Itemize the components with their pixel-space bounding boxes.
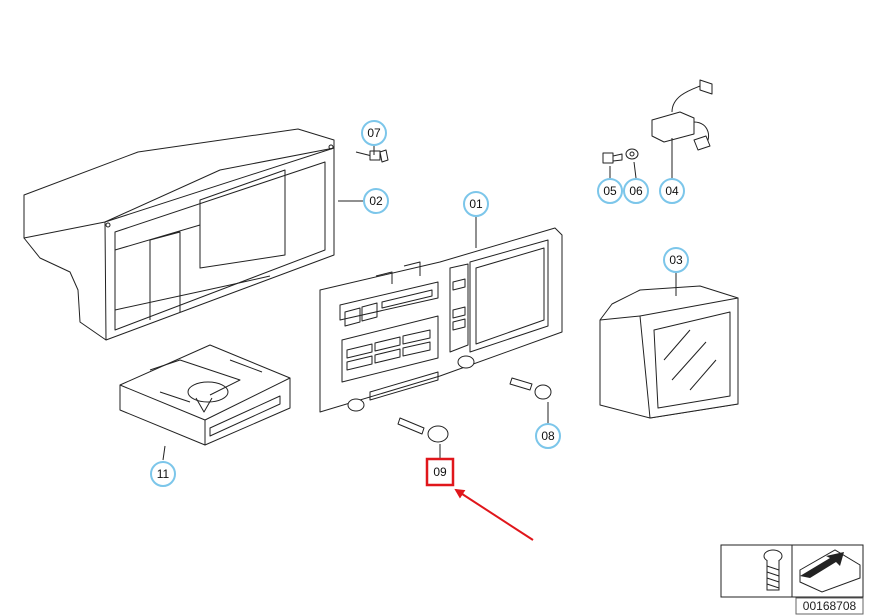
callout-09[interactable]: 09 — [425, 457, 455, 487]
callout-label: 09 — [433, 465, 447, 479]
callout-circle — [361, 120, 387, 146]
arrow-icon — [799, 549, 861, 593]
callout-08[interactable]: 08 — [535, 423, 561, 449]
callout-circle — [463, 191, 489, 217]
callout-05[interactable]: 05 — [597, 178, 623, 204]
callout-highlight-box — [425, 457, 455, 487]
washer-06-part — [625, 148, 639, 160]
callout-label: 02 — [369, 194, 383, 208]
callout-label: 03 — [669, 253, 683, 267]
knob-08-part — [509, 377, 552, 400]
callout-label: 01 — [469, 197, 483, 211]
legend-box: 00168708 — [720, 544, 864, 615]
callout-circle — [663, 247, 689, 273]
callout-02[interactable]: 02 — [363, 188, 389, 214]
callout-label: 04 — [665, 184, 679, 198]
control-panel-part — [319, 227, 563, 413]
callout-circle — [659, 178, 685, 204]
callout-circle — [623, 178, 649, 204]
callout-03[interactable]: 03 — [663, 247, 689, 273]
callout-label: 05 — [603, 184, 617, 198]
document-number: 00168708 — [803, 599, 857, 613]
drive-mechanism-part — [119, 344, 291, 446]
callout-label: 07 — [367, 126, 381, 140]
callout-label: 08 — [541, 429, 555, 443]
cable-module-part — [651, 79, 713, 151]
callout-label: 06 — [629, 184, 643, 198]
knob-09-part — [397, 417, 449, 443]
callout-circle — [363, 188, 389, 214]
housing-part — [23, 128, 335, 341]
callout-group: 0102030405060708091011 — [150, 120, 747, 571]
callout-06[interactable]: 06 — [623, 178, 649, 204]
bolt-05-part — [602, 152, 623, 164]
leader-lines — [162, 138, 677, 461]
callout-07[interactable]: 07 — [361, 120, 387, 146]
highlight-arrow — [454, 488, 534, 541]
screw-10-part — [763, 549, 783, 591]
callout-04[interactable]: 04 — [659, 178, 685, 204]
callout-label: 11 — [157, 467, 170, 481]
callout-circle — [150, 461, 176, 487]
callout-01[interactable]: 01 — [463, 191, 489, 217]
display-unit-part — [599, 285, 739, 419]
callout-circle — [535, 423, 561, 449]
callout-11[interactable]: 11 — [150, 461, 176, 487]
screw-07-part — [355, 149, 389, 163]
callout-circle — [597, 178, 623, 204]
